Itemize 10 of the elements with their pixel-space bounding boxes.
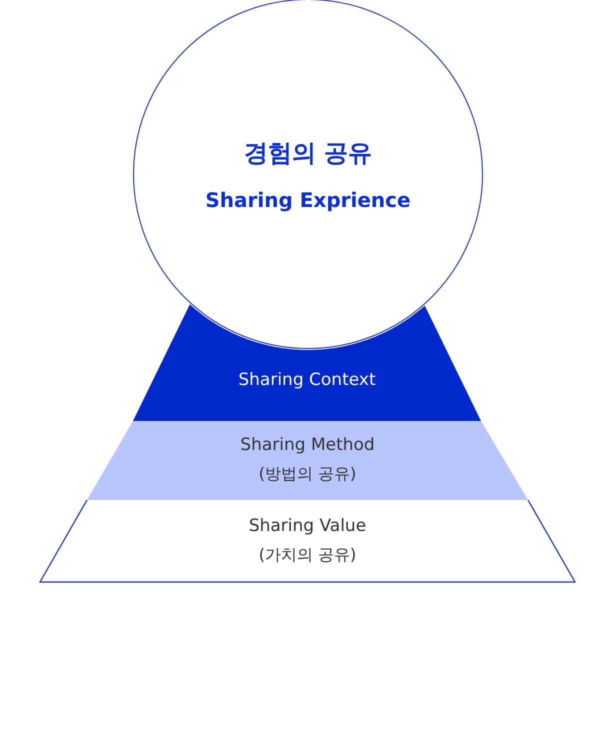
pyramid-band bbox=[133, 302, 481, 421]
band-label: (가치의 공유) bbox=[258, 545, 356, 566]
band-label: Sharing Method bbox=[240, 435, 375, 455]
circle-subtitle: Sharing Exprience bbox=[205, 188, 411, 212]
band-label: (방법의 공유) bbox=[258, 464, 356, 485]
band-label: Sharing Value bbox=[248, 516, 366, 536]
pyramid-band bbox=[40, 500, 575, 582]
band-label: Sharing Context bbox=[238, 370, 376, 390]
circle-title: 경험의 공유 bbox=[244, 138, 372, 169]
pyramid-band bbox=[87, 421, 528, 500]
